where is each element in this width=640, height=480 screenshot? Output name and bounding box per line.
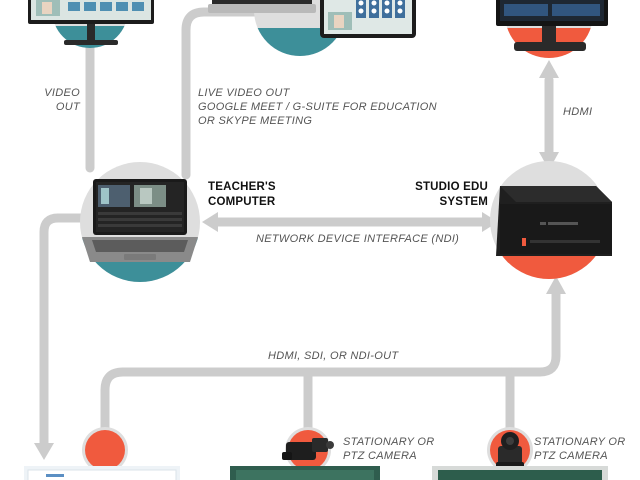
node-display-monitor [28, 0, 154, 48]
connector-live-video-out [181, 7, 263, 180]
label-camera-1-line-2: PTZ CAMERA [343, 450, 417, 462]
arrowhead-camera-bus-up [546, 276, 566, 294]
arrowhead-ndi-right [482, 212, 498, 232]
node-camera-1 [230, 427, 380, 480]
label-camera-2-line-1: STATIONARY OR [534, 436, 626, 448]
label-hdmi: HDMI [563, 106, 593, 118]
label-video-out-line-1: VIDEO [44, 87, 80, 99]
title-teachers-computer-line-1: TEACHER'S [208, 181, 276, 193]
label-camera-1-line-1: STATIONARY OR [343, 436, 435, 448]
label-camera-bus: HDMI, SDI, OR NDI-OUT [268, 350, 399, 362]
node-teachers-computer [80, 162, 200, 282]
label-live-video-out-line-1: LIVE VIDEO OUT [198, 87, 290, 99]
label-live-video-out-line-3: OR SKYPE MEETING [198, 115, 313, 127]
label-camera-1: STATIONARY OR PTZ CAMERA [343, 435, 435, 463]
title-teachers-computer-line-2: COMPUTER [208, 196, 276, 208]
node-bottom-display [24, 427, 180, 480]
label-video-out: VIDEO OUT [32, 86, 80, 114]
arrowhead-ndi-left [202, 212, 218, 232]
title-teachers-computer: TEACHER'S COMPUTER [208, 180, 276, 210]
label-ndi: NETWORK DEVICE INTERFACE (NDI) [256, 233, 460, 245]
label-live-video-out-line-2: GOOGLE MEET / G-SUITE FOR EDUCATION [198, 101, 437, 113]
connector-camera-bus [100, 283, 561, 433]
arrowhead-monitor-down [34, 443, 54, 460]
title-studio-edu: STUDIO EDU SYSTEM [388, 180, 488, 210]
label-live-video-out: LIVE VIDEO OUT GOOGLE MEET / G-SUITE FOR… [198, 86, 437, 128]
label-video-out-line-2: OUT [55, 101, 80, 113]
arrowhead-hdmi-up [539, 60, 559, 78]
title-studio-edu-line-2: SYSTEM [439, 196, 488, 208]
node-remote-devices [208, 0, 416, 56]
title-studio-edu-line-1: STUDIO EDU [415, 181, 488, 193]
label-camera-2: STATIONARY OR PTZ CAMERA [534, 435, 626, 463]
connectors [39, 7, 561, 451]
node-camera-2 [432, 427, 608, 480]
connector-laptop-to-monitor [39, 213, 89, 451]
node-studio-edu [490, 161, 612, 279]
label-camera-2-line-2: PTZ CAMERA [534, 450, 608, 462]
node-production-monitor [496, 0, 608, 58]
